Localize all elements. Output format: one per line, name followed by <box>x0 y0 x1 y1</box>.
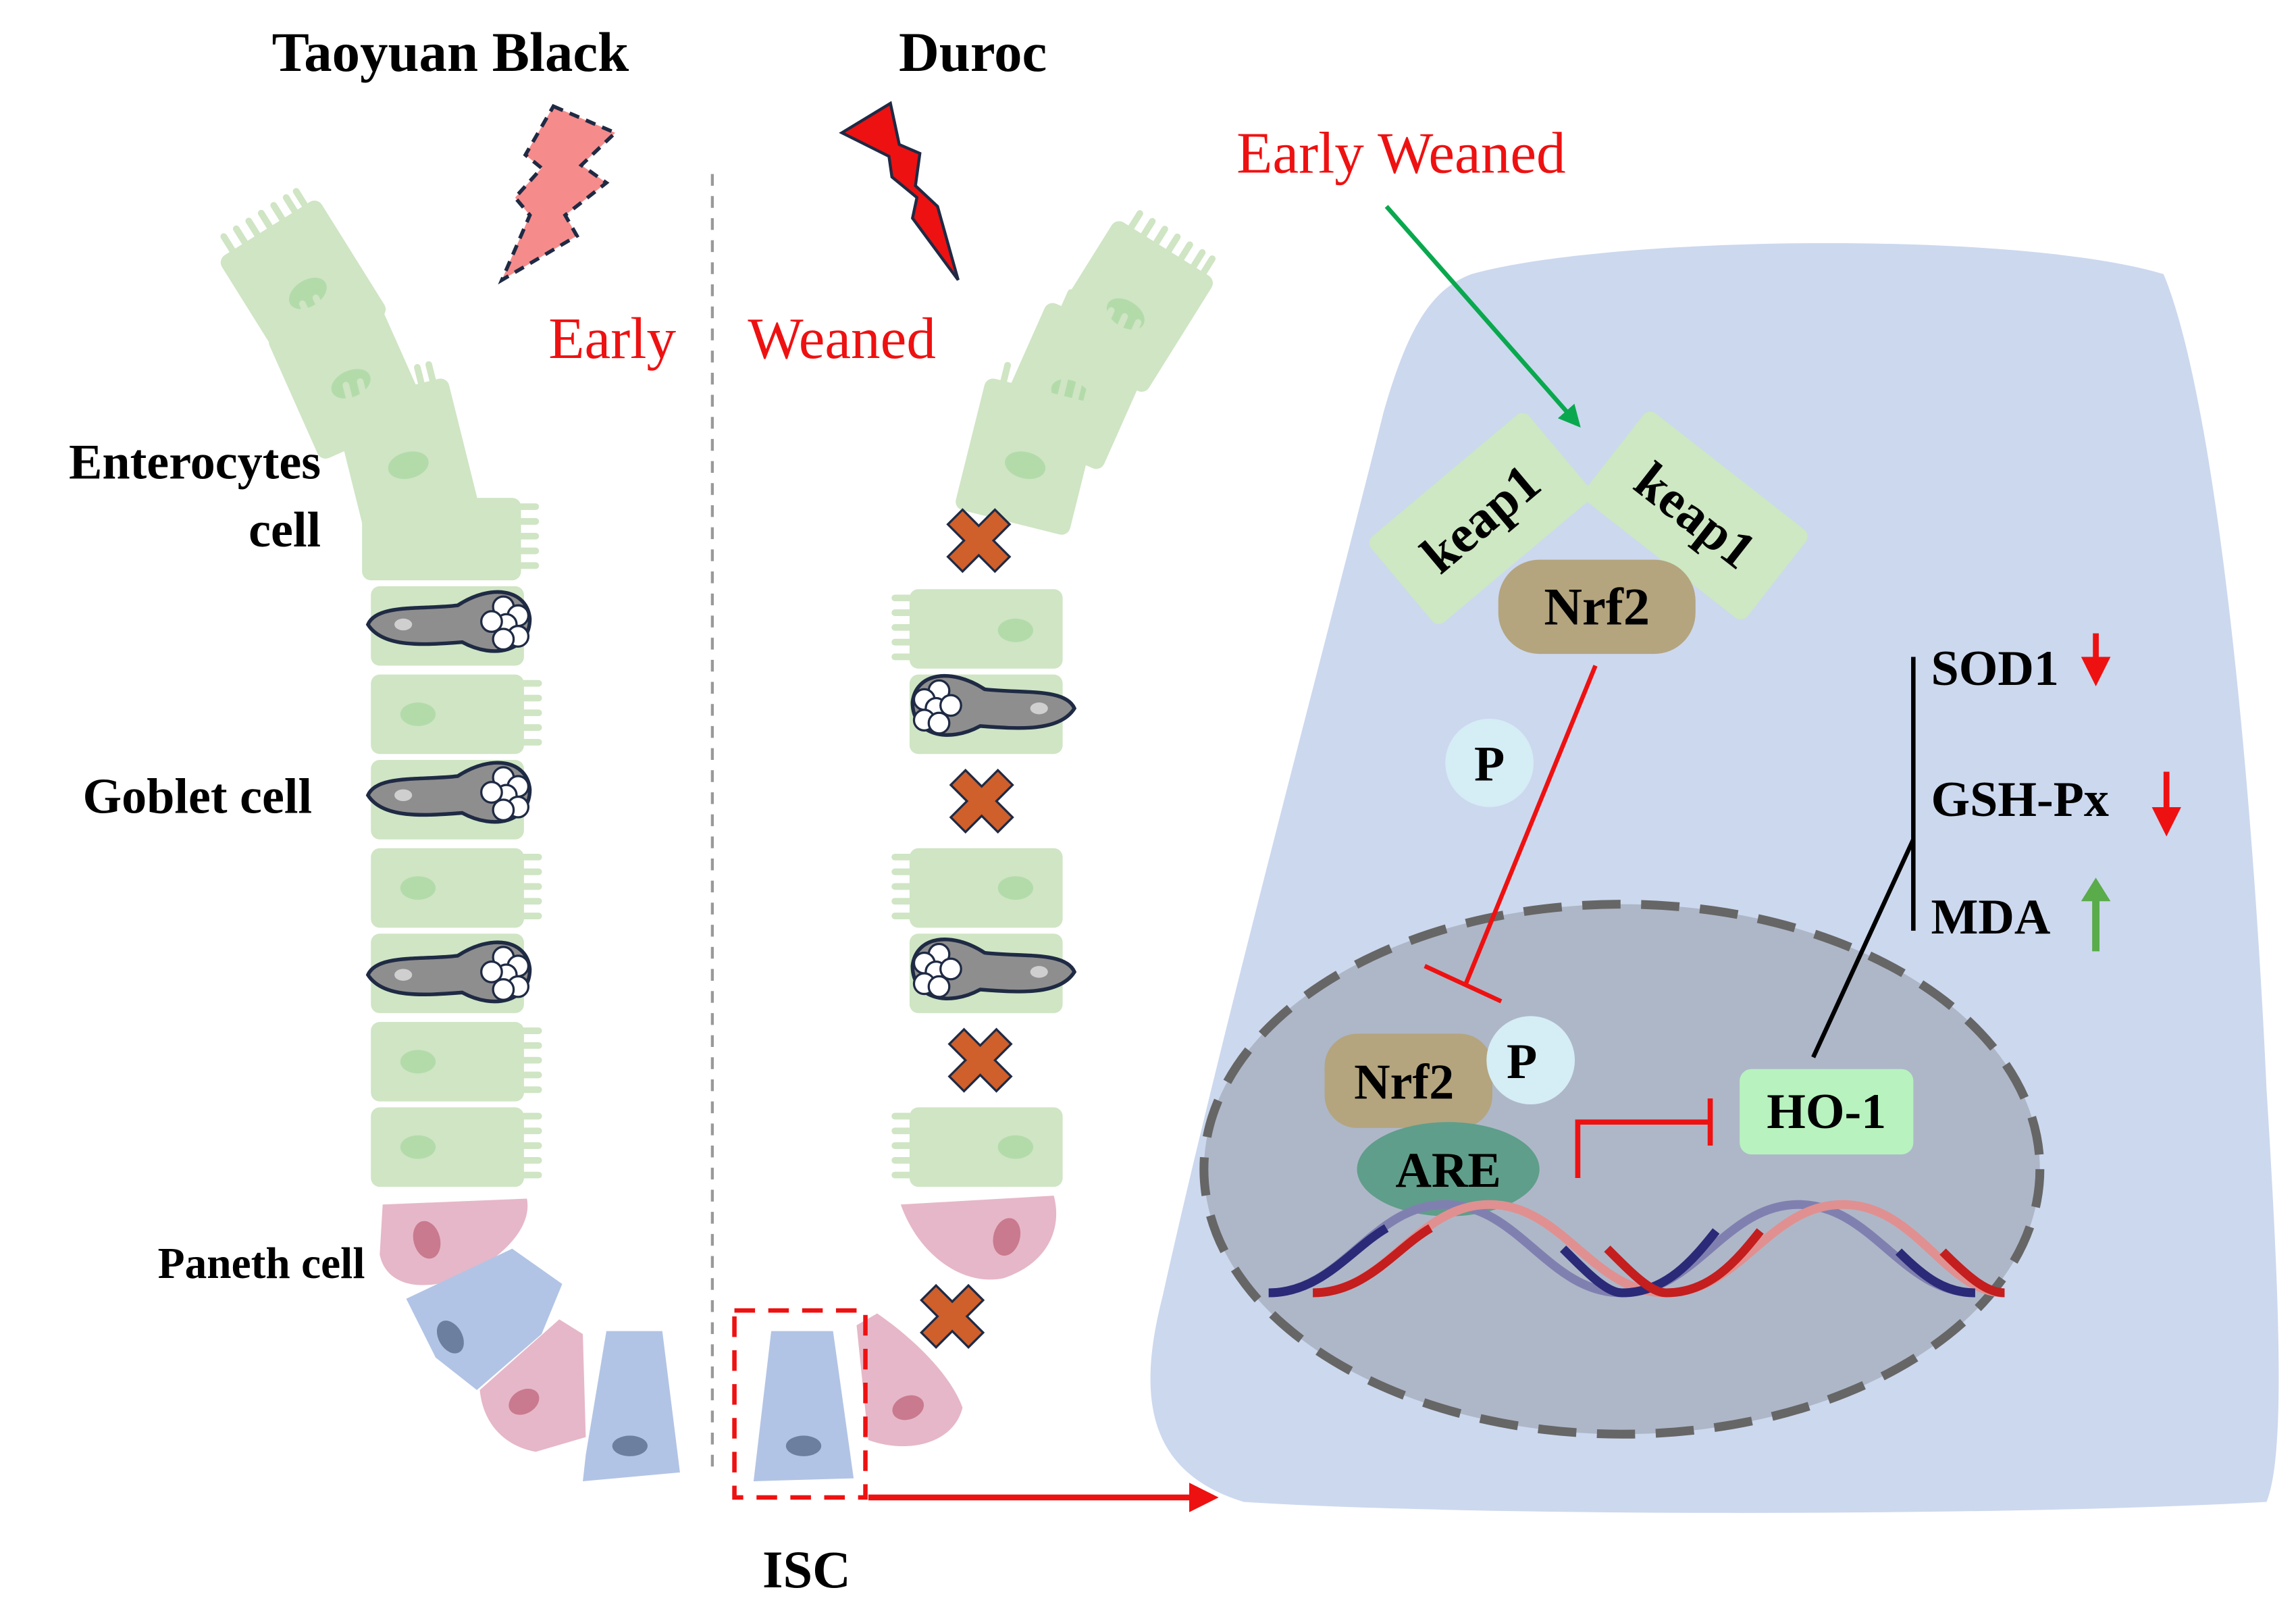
enterocytes-label-line2: cell <box>249 503 321 558</box>
paneth-cell <box>900 1196 1057 1280</box>
isc-highlight-box <box>732 1308 868 1500</box>
phosphate-label: P <box>1474 737 1505 792</box>
enterocyte-cell <box>891 1107 1063 1187</box>
phosphate-label: P <box>1507 1034 1537 1090</box>
right-crypt <box>753 204 1225 1481</box>
cross-mark-icon <box>949 769 1014 834</box>
mda-label: MDA <box>1931 890 2050 945</box>
paneth-cell <box>479 1319 586 1452</box>
lightning-bolt-icon <box>498 103 619 285</box>
enterocyte-cell <box>371 1021 542 1102</box>
early-weaned-label: Early Weaned <box>1236 120 1565 185</box>
isc-cell <box>753 1331 854 1481</box>
marker-bracket <box>1811 657 1916 1058</box>
isc-label: ISC <box>762 1540 851 1599</box>
gshpx-label: GSH-Px <box>1931 772 2108 827</box>
nrf2-label: Nrf2 <box>1544 578 1650 636</box>
enterocyte-cell <box>362 498 540 581</box>
up-arrow-icon-head <box>2081 877 2111 902</box>
enterocyte-cell <box>371 848 542 928</box>
ho1-label: HO-1 <box>1767 1084 1886 1140</box>
early-label: Early <box>548 305 676 371</box>
nrf2-inhibition-line <box>1424 665 1598 1004</box>
early-weaned-arrow <box>1384 205 1581 428</box>
cross-mark-icon <box>920 1284 985 1349</box>
nrf2-label: Nrf2 <box>1354 1054 1454 1110</box>
are-element: ARE <box>1357 1122 1540 1217</box>
nrf2-nucleus: Nrf2 <box>1324 1033 1492 1128</box>
lightning-bolt-icon <box>839 101 960 281</box>
paneth-cell <box>856 1313 963 1447</box>
cross-mark-icon <box>948 1028 1012 1093</box>
enterocyte-cell <box>371 674 542 754</box>
right-breed-title: Duroc <box>899 21 1047 83</box>
are-ho1-inhibition <box>1575 1098 1713 1178</box>
sod1-label: SOD1 <box>1931 641 2058 696</box>
enterocyte-cell <box>891 848 1063 928</box>
nrf2-cytoplasm: Nrf2 <box>1498 559 1696 655</box>
phosphate-cytoplasm: P <box>1445 719 1534 807</box>
are-label: ARE <box>1395 1143 1501 1198</box>
paneth-cell <box>380 1198 528 1285</box>
phosphate-nucleus: P <box>1486 1016 1575 1105</box>
weaned-label: Weaned <box>748 305 936 371</box>
cross-mark-icon <box>946 508 1011 573</box>
nucleus <box>1199 900 2045 1439</box>
left-crypt <box>209 184 680 1481</box>
left-breed-title: Taoyuan Black <box>272 21 629 83</box>
ho1-box: HO-1 <box>1740 1069 1914 1155</box>
isc-cell <box>406 1248 563 1390</box>
enterocyte-cell <box>891 589 1063 669</box>
isc-cell <box>583 1331 680 1481</box>
dna-helix <box>1268 1200 2005 1298</box>
enterocyte-cell <box>371 1107 542 1187</box>
goblet-cell-label: Goblet cell <box>83 769 312 824</box>
enterocytes-label: Enterocytes <box>69 435 321 490</box>
paneth-cell-label: Paneth cell <box>158 1239 365 1288</box>
